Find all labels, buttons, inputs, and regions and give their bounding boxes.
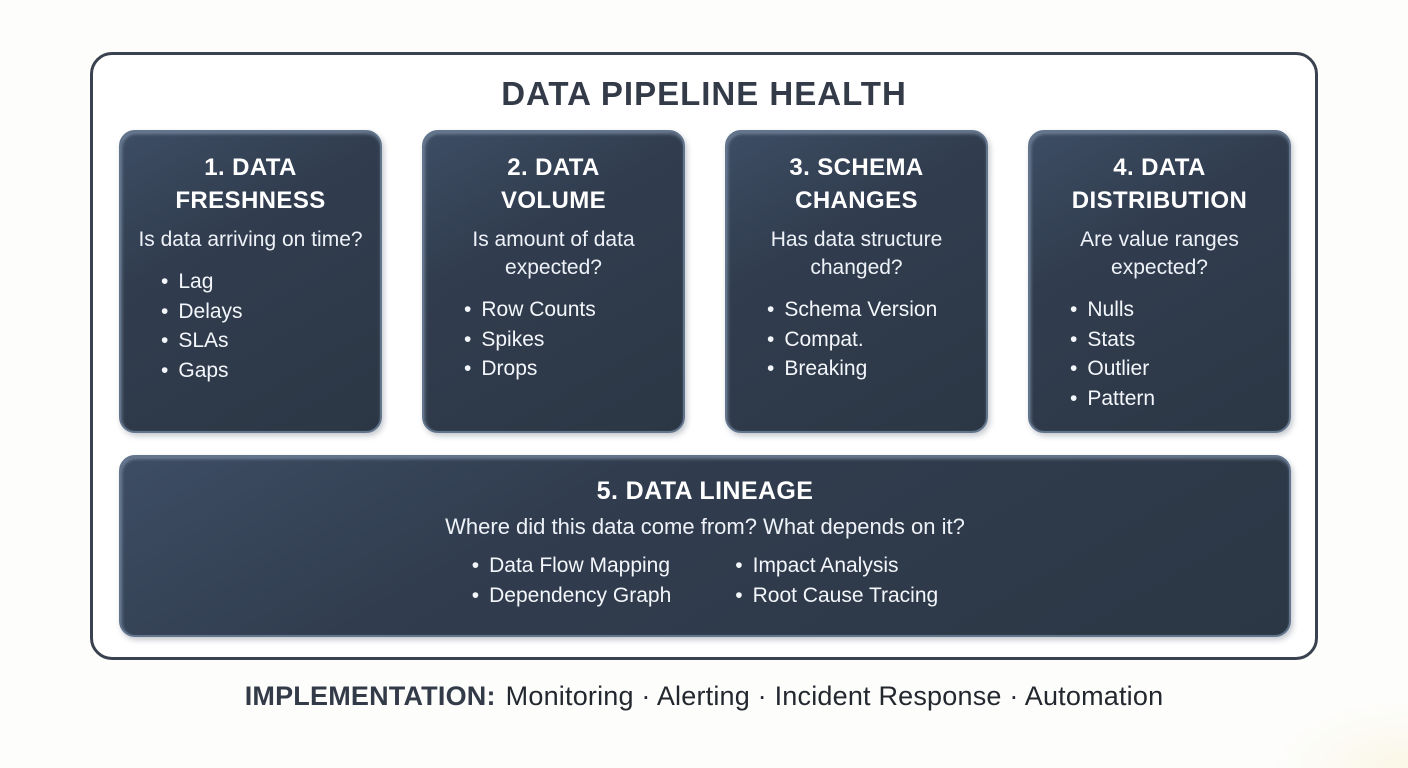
card-title-line: DISTRIBUTION <box>1071 187 1248 214</box>
bullet-icon: • <box>735 554 743 577</box>
list-item-label: Nulls <box>1087 298 1135 321</box>
card-data-freshness: 1. DATA FRESHNESS Is data arriving on ti… <box>119 130 382 433</box>
page-title: DATA PIPELINE HEALTH <box>501 75 907 112</box>
bullet-icon: • <box>464 327 472 351</box>
list-item: • Pattern <box>1070 384 1289 414</box>
bullet-icon: • <box>735 583 743 607</box>
list-item: • Drops <box>464 354 683 384</box>
list-item: • Impact Analysis <box>735 551 938 581</box>
bullet-icon: • <box>161 299 169 323</box>
card-title: 2. DATA VOLUME <box>424 151 683 217</box>
bullet-icon: • <box>464 357 472 380</box>
bullet-icon: • <box>161 270 169 293</box>
card-title: 4. DATA DISTRIBUTION <box>1030 151 1289 217</box>
card-data-distribution: 4. DATA DISTRIBUTION Are value ranges ex… <box>1028 130 1291 433</box>
list-item: • Delays <box>161 297 380 327</box>
list-item: • Root Cause Tracing <box>735 581 938 611</box>
list-item: • Schema Version <box>767 295 986 325</box>
list-item-label: Breaking <box>784 357 868 380</box>
card-question: Is amount of data expected? <box>472 228 635 279</box>
card-title-line: 2. DATA <box>507 154 600 181</box>
bullet-icon: • <box>1070 357 1078 380</box>
card-schema-changes: 3. SCHEMA CHANGES Has data structure cha… <box>725 130 988 433</box>
list-item: • Stats <box>1070 325 1289 355</box>
bullet-icon: • <box>471 583 480 607</box>
list-item-label: Row Counts <box>481 298 596 321</box>
list-item-label: Drops <box>481 357 538 380</box>
card-bullet-list: • Row Counts • Spikes • Drops <box>424 295 683 384</box>
list-item: • Breaking <box>767 354 986 384</box>
card-title-line: VOLUME <box>500 187 607 214</box>
card-question: Has data structure changed? <box>770 228 943 279</box>
list-item: • Dependency Graph <box>472 581 671 611</box>
bullet-icon: • <box>161 329 169 352</box>
bullet-icon: • <box>161 358 169 382</box>
card-question: Where did this data come from? What depe… <box>445 514 965 539</box>
list-item: • Nulls <box>1070 295 1289 325</box>
lineage-bullet-column-1: • Data Flow Mapping • Dependency Graph <box>472 551 671 610</box>
card-title: 1. DATA FRESHNESS <box>121 151 380 217</box>
lineage-bullet-columns: • Data Flow Mapping • Dependency Graph • Im… <box>121 551 1289 610</box>
list-item-label: Impact Analysis <box>752 554 899 577</box>
implementation-footer: IMPLEMENTATION: Monitoring · Alerting · I… <box>0 681 1408 712</box>
card-title: 3. SCHEMA CHANGES <box>727 151 986 217</box>
list-item: • Outlier <box>1070 354 1289 384</box>
card-data-lineage: 5. DATA LINEAGE Where did this data come… <box>119 455 1291 637</box>
card-title-line: FRESHNESS <box>175 187 326 214</box>
list-item-label: Root Cause Tracing <box>752 583 939 607</box>
list-item-label: Schema Version <box>784 298 938 321</box>
bullet-icon: • <box>471 554 480 577</box>
bullet-icon: • <box>767 357 775 380</box>
list-item-label: Lag <box>178 270 214 293</box>
list-item: • Lag <box>161 267 380 297</box>
bullet-icon: • <box>464 298 472 321</box>
list-item-label: Spikes <box>481 327 545 351</box>
list-item-label: Pattern <box>1087 386 1156 410</box>
list-item-label: Outlier <box>1087 357 1150 380</box>
card-data-volume: 2. DATA VOLUME Is amount of data expecte… <box>422 130 685 433</box>
card-title-line: 3. SCHEMA <box>789 154 924 181</box>
list-item: • Gaps <box>161 356 380 386</box>
card-bullet-list: • Nulls • Stats • Outlier • Pattern <box>1030 295 1289 413</box>
health-check-cards-row: 1. DATA FRESHNESS Is data arriving on ti… <box>119 130 1291 433</box>
card-title-line: CHANGES <box>795 187 918 214</box>
card-question: Is data arriving on time? <box>138 228 363 251</box>
bullet-icon: • <box>767 327 775 351</box>
list-item: • SLAs <box>161 326 380 356</box>
card-title-line: 4. DATA <box>1113 154 1206 181</box>
bullet-icon: • <box>1070 386 1078 410</box>
list-item: • Data Flow Mapping <box>472 551 671 581</box>
card-title: 5. DATA LINEAGE <box>596 477 814 505</box>
card-question: Are value ranges expected? <box>1080 228 1239 279</box>
list-item-label: Gaps <box>178 358 229 382</box>
list-item: • Row Counts <box>464 295 683 325</box>
diagram-frame: DATA PIPELINE HEALTH 1. DATA FRESHNESS I… <box>90 52 1318 660</box>
list-item-label: Compat. <box>784 327 864 351</box>
bullet-icon: • <box>1070 327 1078 351</box>
list-item: • Compat. <box>767 325 986 355</box>
card-bullet-list: • Lag • Delays • SLAs • Gaps <box>121 267 380 385</box>
lineage-bullet-column-2: • Impact Analysis • Root Cause Tracing <box>735 551 938 610</box>
implementation-text: Monitoring · Alerting · Incident Respons… <box>505 681 1164 711</box>
implementation-label: IMPLEMENTATION: <box>244 681 496 711</box>
bullet-icon: • <box>1070 298 1078 321</box>
card-title-line: 1. DATA <box>204 154 297 181</box>
list-item-label: Stats <box>1087 327 1136 351</box>
list-item: • Spikes <box>464 325 683 355</box>
list-item-label: SLAs <box>178 329 229 352</box>
list-item-label: Data Flow Mapping <box>489 554 671 577</box>
list-item-label: Delays <box>178 299 243 323</box>
card-bullet-list: • Schema Version • Compat. • Breaking <box>727 295 986 384</box>
list-item-label: Dependency Graph <box>489 583 672 607</box>
bullet-icon: • <box>767 298 775 321</box>
